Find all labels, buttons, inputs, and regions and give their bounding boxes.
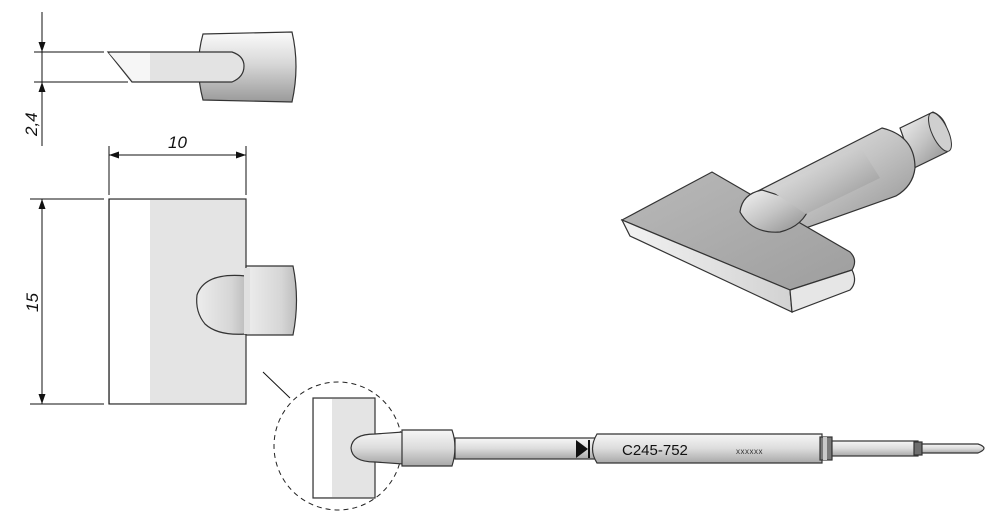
detail-leader-line — [262, 371, 291, 399]
top-view-blade-bevel — [110, 200, 150, 403]
cartridge-pin — [921, 443, 985, 454]
thickness-dimension-label: 2,4 — [22, 112, 41, 137]
length-arrow-bottom — [38, 394, 46, 404]
width-arrow-right — [236, 151, 246, 159]
cartridge-serial-label: xxxxxx — [736, 447, 763, 456]
width-dimension-label: 10 — [168, 133, 187, 152]
side-view-blade-bevel — [109, 53, 150, 81]
diode-arrow-icon — [576, 440, 590, 458]
top-view-shank-mask — [244, 268, 250, 334]
width-arrow-left — [109, 151, 119, 159]
cartridge-view: C245-752 xxxxxx — [262, 371, 985, 511]
top-view-shank — [245, 265, 298, 336]
cartridge-blade-bevel — [314, 399, 332, 497]
top-view-shank-rounded — [196, 274, 247, 335]
cartridge-model-label: C245-752 — [622, 442, 688, 459]
cartridge-body — [591, 433, 823, 464]
thickness-arrow-top — [38, 42, 46, 52]
side-view: 2,4 — [22, 12, 297, 146]
cartridge-rear-ring — [913, 441, 923, 456]
length-arrow-top — [38, 199, 46, 209]
length-dimension-label: 15 — [23, 293, 42, 312]
cartridge-collar-ring — [823, 437, 827, 460]
isometric-view — [620, 111, 952, 313]
iso-end-face — [928, 112, 952, 152]
iso-blade-side — [789, 269, 856, 313]
thickness-arrow-bottom — [38, 82, 46, 92]
cartridge-rear-rod — [831, 440, 919, 457]
top-view: 10 15 — [23, 133, 298, 405]
cartridge-neck — [350, 431, 404, 465]
cartridge-rod — [454, 437, 598, 460]
iso-shank-neck — [770, 146, 880, 214]
cartridge-sleeve — [401, 429, 456, 467]
